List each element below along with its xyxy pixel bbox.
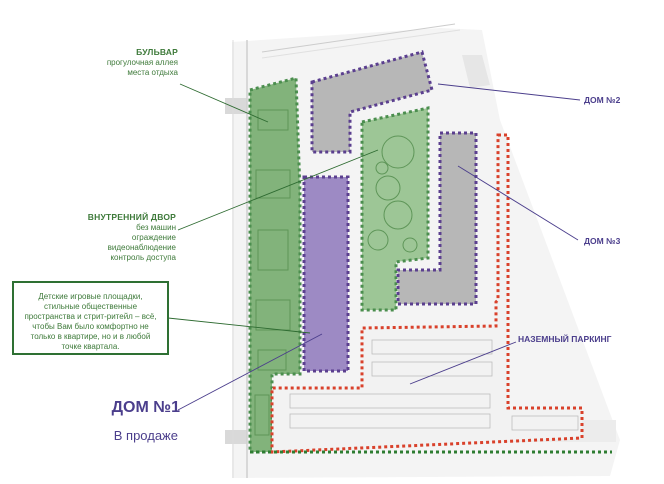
info-box: Детские игровые площадки, стильные общес… bbox=[12, 281, 169, 355]
inner-yard-zone[interactable] bbox=[360, 106, 430, 312]
parking-zone[interactable] bbox=[270, 133, 584, 454]
house-1-building[interactable] bbox=[302, 175, 350, 373]
yard-line: ограждение bbox=[131, 232, 176, 242]
boulevard-line: места отдыха bbox=[127, 67, 178, 77]
boulevard-zone[interactable] bbox=[248, 76, 302, 454]
yard-line: видеонаблюдение bbox=[107, 242, 176, 252]
boulevard-line: прогулочная аллея bbox=[106, 57, 178, 67]
house-2-label: ДОМ №2 bbox=[584, 95, 621, 105]
info-box-text: Детские игровые площадки, стильные общес… bbox=[24, 292, 157, 351]
leader-lines-purple bbox=[177, 83, 581, 411]
house-1-status: В продаже bbox=[113, 428, 178, 443]
boulevard-callout: БУЛЬВАР прогулочная аллея места отдыха bbox=[60, 47, 178, 78]
parking-label: НАЗЕМНЫЙ ПАРКИНГ bbox=[518, 334, 612, 344]
yard-line: контроль доступа bbox=[110, 252, 176, 262]
yard-title: ВНУТРЕННИЙ ДВОР bbox=[87, 212, 176, 222]
boulevard-texture bbox=[254, 109, 291, 436]
boulevard-title: БУЛЬВАР bbox=[136, 47, 178, 57]
yard-callout: ВНУТРЕННИЙ ДВОР без машин ограждение вид… bbox=[50, 212, 176, 263]
house-2-building[interactable] bbox=[310, 50, 434, 154]
house-1-title: ДОМ №1 bbox=[111, 399, 180, 416]
leader-lines bbox=[167, 83, 379, 334]
yard-line: без машин bbox=[136, 222, 176, 232]
house-3-building[interactable] bbox=[396, 131, 478, 306]
yard-texture bbox=[367, 135, 418, 253]
house-3-label: ДОМ №3 bbox=[584, 236, 621, 246]
parking-stalls bbox=[289, 339, 579, 431]
